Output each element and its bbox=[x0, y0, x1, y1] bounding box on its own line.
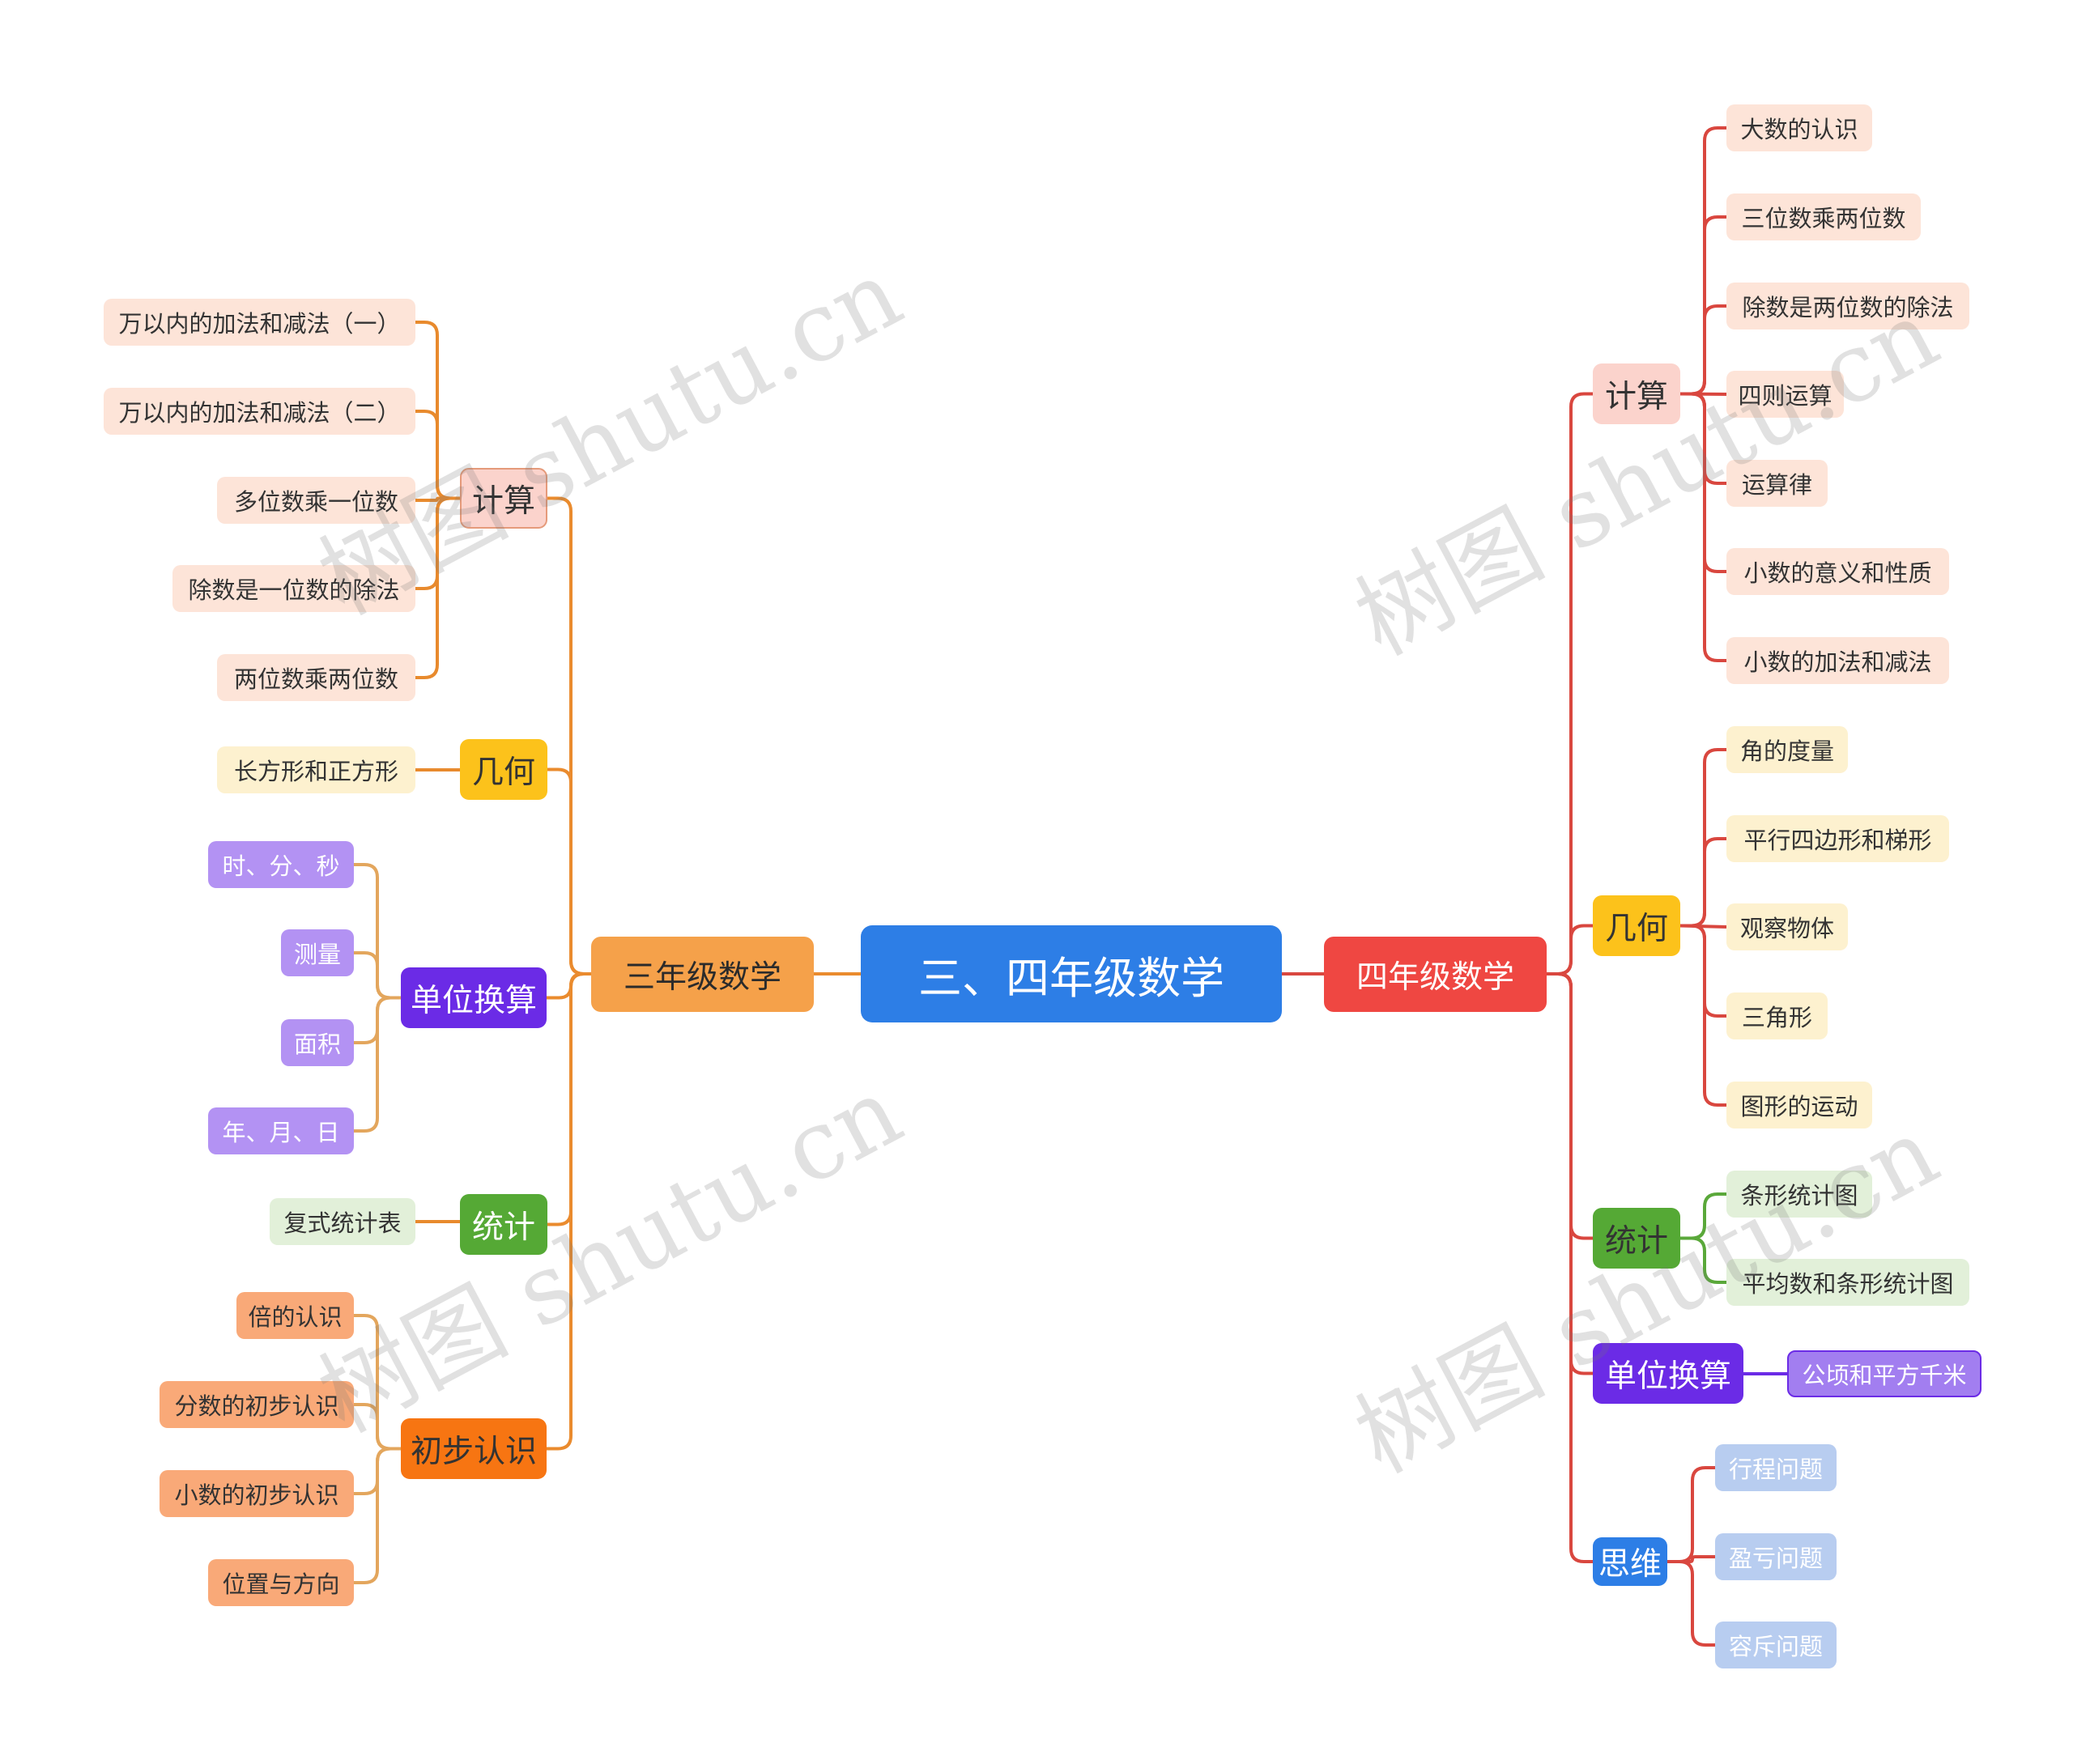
left-category-4[interactable]: 初步认识 bbox=[401, 1418, 547, 1479]
right-leaf-1-0[interactable]: 角的度量 bbox=[1726, 726, 1848, 773]
right-leaf-2-1[interactable]: 平均数和条形统计图 bbox=[1726, 1259, 1969, 1306]
left-leaf-4-3[interactable]: 位置与方向 bbox=[208, 1559, 354, 1606]
right-leaf-2-0[interactable]: 条形统计图 bbox=[1726, 1171, 1872, 1218]
connector bbox=[1680, 1192, 1726, 1240]
right-leaf-4-1[interactable]: 盈亏问题 bbox=[1715, 1533, 1837, 1580]
left-leaf-0-0[interactable]: 万以内的加法和减法（一） bbox=[104, 299, 415, 346]
right-category-1[interactable]: 几何 bbox=[1593, 895, 1680, 956]
connector bbox=[354, 1403, 401, 1451]
right-leaf-0-1[interactable]: 三位数乘两位数 bbox=[1726, 193, 1921, 240]
right-category-4[interactable]: 思维 bbox=[1593, 1537, 1667, 1586]
connector bbox=[547, 972, 591, 1451]
left-leaf-4-0[interactable]: 倍的认识 bbox=[236, 1292, 354, 1339]
connector bbox=[1680, 924, 1726, 1107]
right-leaf-0-6[interactable]: 小数的加法和减法 bbox=[1726, 637, 1949, 684]
connector bbox=[547, 767, 591, 976]
connector bbox=[1667, 1466, 1715, 1563]
right-leaf-1-3[interactable]: 三角形 bbox=[1726, 993, 1828, 1039]
branch-grade-3[interactable]: 三年级数学 bbox=[591, 937, 814, 1012]
branch-grade-4[interactable]: 四年级数学 bbox=[1324, 937, 1547, 1012]
right-leaf-0-0[interactable]: 大数的认识 bbox=[1726, 104, 1872, 151]
left-leaf-0-3[interactable]: 除数是一位数的除法 bbox=[172, 565, 415, 612]
left-leaf-2-2[interactable]: 面积 bbox=[281, 1019, 354, 1066]
left-leaf-2-1[interactable]: 测量 bbox=[281, 929, 354, 976]
right-category-0[interactable]: 计算 bbox=[1593, 363, 1680, 424]
left-category-1[interactable]: 几何 bbox=[460, 739, 547, 800]
right-leaf-0-5[interactable]: 小数的意义和性质 bbox=[1726, 548, 1949, 595]
left-leaf-1-0[interactable]: 长方形和正方形 bbox=[217, 746, 415, 793]
left-category-0[interactable]: 计算 bbox=[460, 468, 547, 529]
right-leaf-1-2[interactable]: 观察物体 bbox=[1726, 903, 1848, 950]
right-leaf-0-4[interactable]: 运算律 bbox=[1726, 460, 1828, 507]
root-node[interactable]: 三、四年级数学 bbox=[861, 925, 1282, 1022]
right-category-3[interactable]: 单位换算 bbox=[1593, 1343, 1743, 1404]
right-leaf-1-4[interactable]: 图形的运动 bbox=[1726, 1082, 1872, 1129]
left-leaf-3-0[interactable]: 复式统计表 bbox=[270, 1198, 415, 1245]
left-leaf-0-4[interactable]: 两位数乘两位数 bbox=[217, 654, 415, 701]
connector bbox=[354, 951, 401, 1000]
left-leaf-0-1[interactable]: 万以内的加法和减法（二） bbox=[104, 388, 415, 435]
left-leaf-0-2[interactable]: 多位数乘一位数 bbox=[217, 477, 415, 524]
connector bbox=[1667, 1555, 1715, 1563]
connector bbox=[1680, 1236, 1726, 1284]
connector bbox=[415, 410, 460, 500]
connector bbox=[354, 1447, 401, 1584]
right-leaf-1-1[interactable]: 平行四边形和梯形 bbox=[1726, 815, 1949, 862]
connector bbox=[1680, 837, 1726, 928]
connector bbox=[547, 972, 591, 1000]
right-leaf-0-2[interactable]: 除数是两位数的除法 bbox=[1726, 283, 1969, 329]
right-leaf-3-0[interactable]: 公顷和平方千米 bbox=[1787, 1350, 1981, 1397]
connector bbox=[354, 996, 401, 1133]
connector bbox=[1547, 392, 1593, 976]
connector bbox=[1680, 304, 1726, 396]
left-leaf-4-1[interactable]: 分数的初步认识 bbox=[160, 1381, 354, 1428]
connector bbox=[415, 496, 460, 679]
connector bbox=[1667, 1560, 1715, 1647]
right-leaf-0-3[interactable]: 四则运算 bbox=[1726, 371, 1844, 418]
connector bbox=[1680, 392, 1726, 662]
left-leaf-2-0[interactable]: 时、分、秒 bbox=[208, 841, 354, 888]
connector bbox=[1547, 972, 1593, 1563]
left-leaf-4-2[interactable]: 小数的初步认识 bbox=[160, 1470, 354, 1517]
left-category-2[interactable]: 单位换算 bbox=[401, 967, 547, 1028]
right-leaf-4-2[interactable]: 容斥问题 bbox=[1715, 1622, 1837, 1668]
connector bbox=[415, 496, 460, 502]
right-leaf-4-0[interactable]: 行程问题 bbox=[1715, 1444, 1837, 1491]
left-category-3[interactable]: 统计 bbox=[460, 1194, 547, 1255]
right-category-2[interactable]: 统计 bbox=[1593, 1208, 1680, 1269]
left-leaf-2-3[interactable]: 年、月、日 bbox=[208, 1107, 354, 1154]
